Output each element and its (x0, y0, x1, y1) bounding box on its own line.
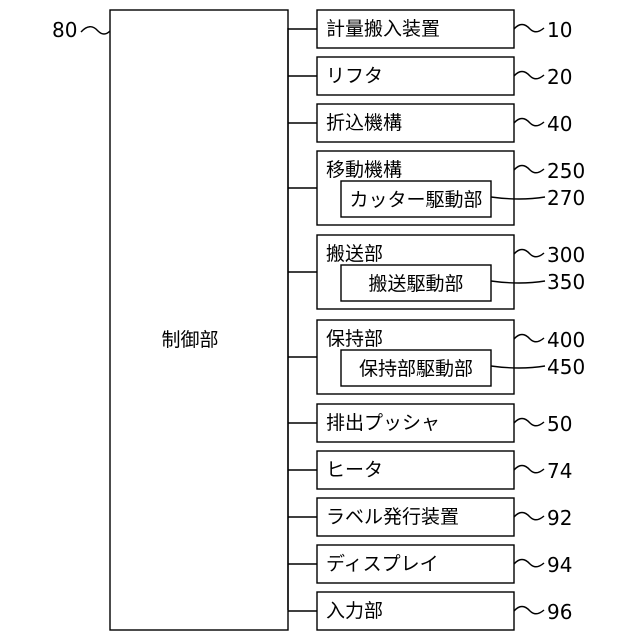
reference-number: 40 (547, 112, 572, 136)
unit-label: 折込機構 (326, 112, 402, 134)
leader-line (514, 72, 544, 79)
unit-label: リフタ (326, 65, 383, 87)
sub-reference-number: 350 (547, 270, 585, 294)
reference-number: 94 (547, 553, 572, 577)
sub-unit-label: 保持部駆動部 (359, 358, 473, 380)
unit-label: 移動機構 (326, 159, 402, 181)
leader-line (514, 560, 544, 567)
leader-line (514, 466, 544, 473)
reference-number: 10 (547, 18, 572, 42)
controller-leader-line (81, 27, 110, 34)
unit-label: 計量搬入装置 (326, 18, 440, 40)
reference-number: 92 (547, 506, 572, 530)
leader-line (514, 25, 544, 32)
unit-label: 搬送部 (326, 243, 383, 265)
sub-unit-label: 搬送駆動部 (368, 273, 463, 295)
reference-number: 74 (547, 459, 572, 483)
reference-number: 20 (547, 65, 572, 89)
leader-line (514, 119, 544, 126)
unit-label: 入力部 (326, 600, 383, 622)
leader-line (514, 166, 544, 173)
reference-number: 50 (547, 412, 572, 436)
sub-reference-number: 270 (547, 186, 585, 210)
sub-reference-number: 450 (547, 355, 585, 379)
unit-label: ディスプレイ (326, 553, 439, 575)
leader-line (514, 335, 544, 342)
leader-line (514, 607, 544, 614)
leader-line (514, 250, 544, 257)
reference-number: 400 (547, 328, 585, 352)
controller-ref-number: 80 (52, 18, 77, 42)
leader-line (514, 513, 544, 520)
reference-number: 250 (547, 159, 585, 183)
unit-label: 保持部 (326, 328, 383, 350)
leader-line (514, 419, 544, 426)
unit-label: ラベル発行装置 (326, 506, 459, 528)
reference-number: 96 (547, 600, 572, 624)
unit-label: ヒータ (326, 459, 383, 481)
controller-box (110, 10, 288, 630)
controller-label: 制御部 (161, 329, 218, 351)
reference-number: 300 (547, 243, 585, 267)
unit-label: 排出プッシャ (326, 412, 440, 434)
sub-unit-label: カッター駆動部 (349, 189, 482, 211)
unit-list: 計量搬入装置 10 リフタ 20 折込機構 40 移動機構 250 カッター駆動部 270 搬送部 3… (288, 10, 585, 630)
